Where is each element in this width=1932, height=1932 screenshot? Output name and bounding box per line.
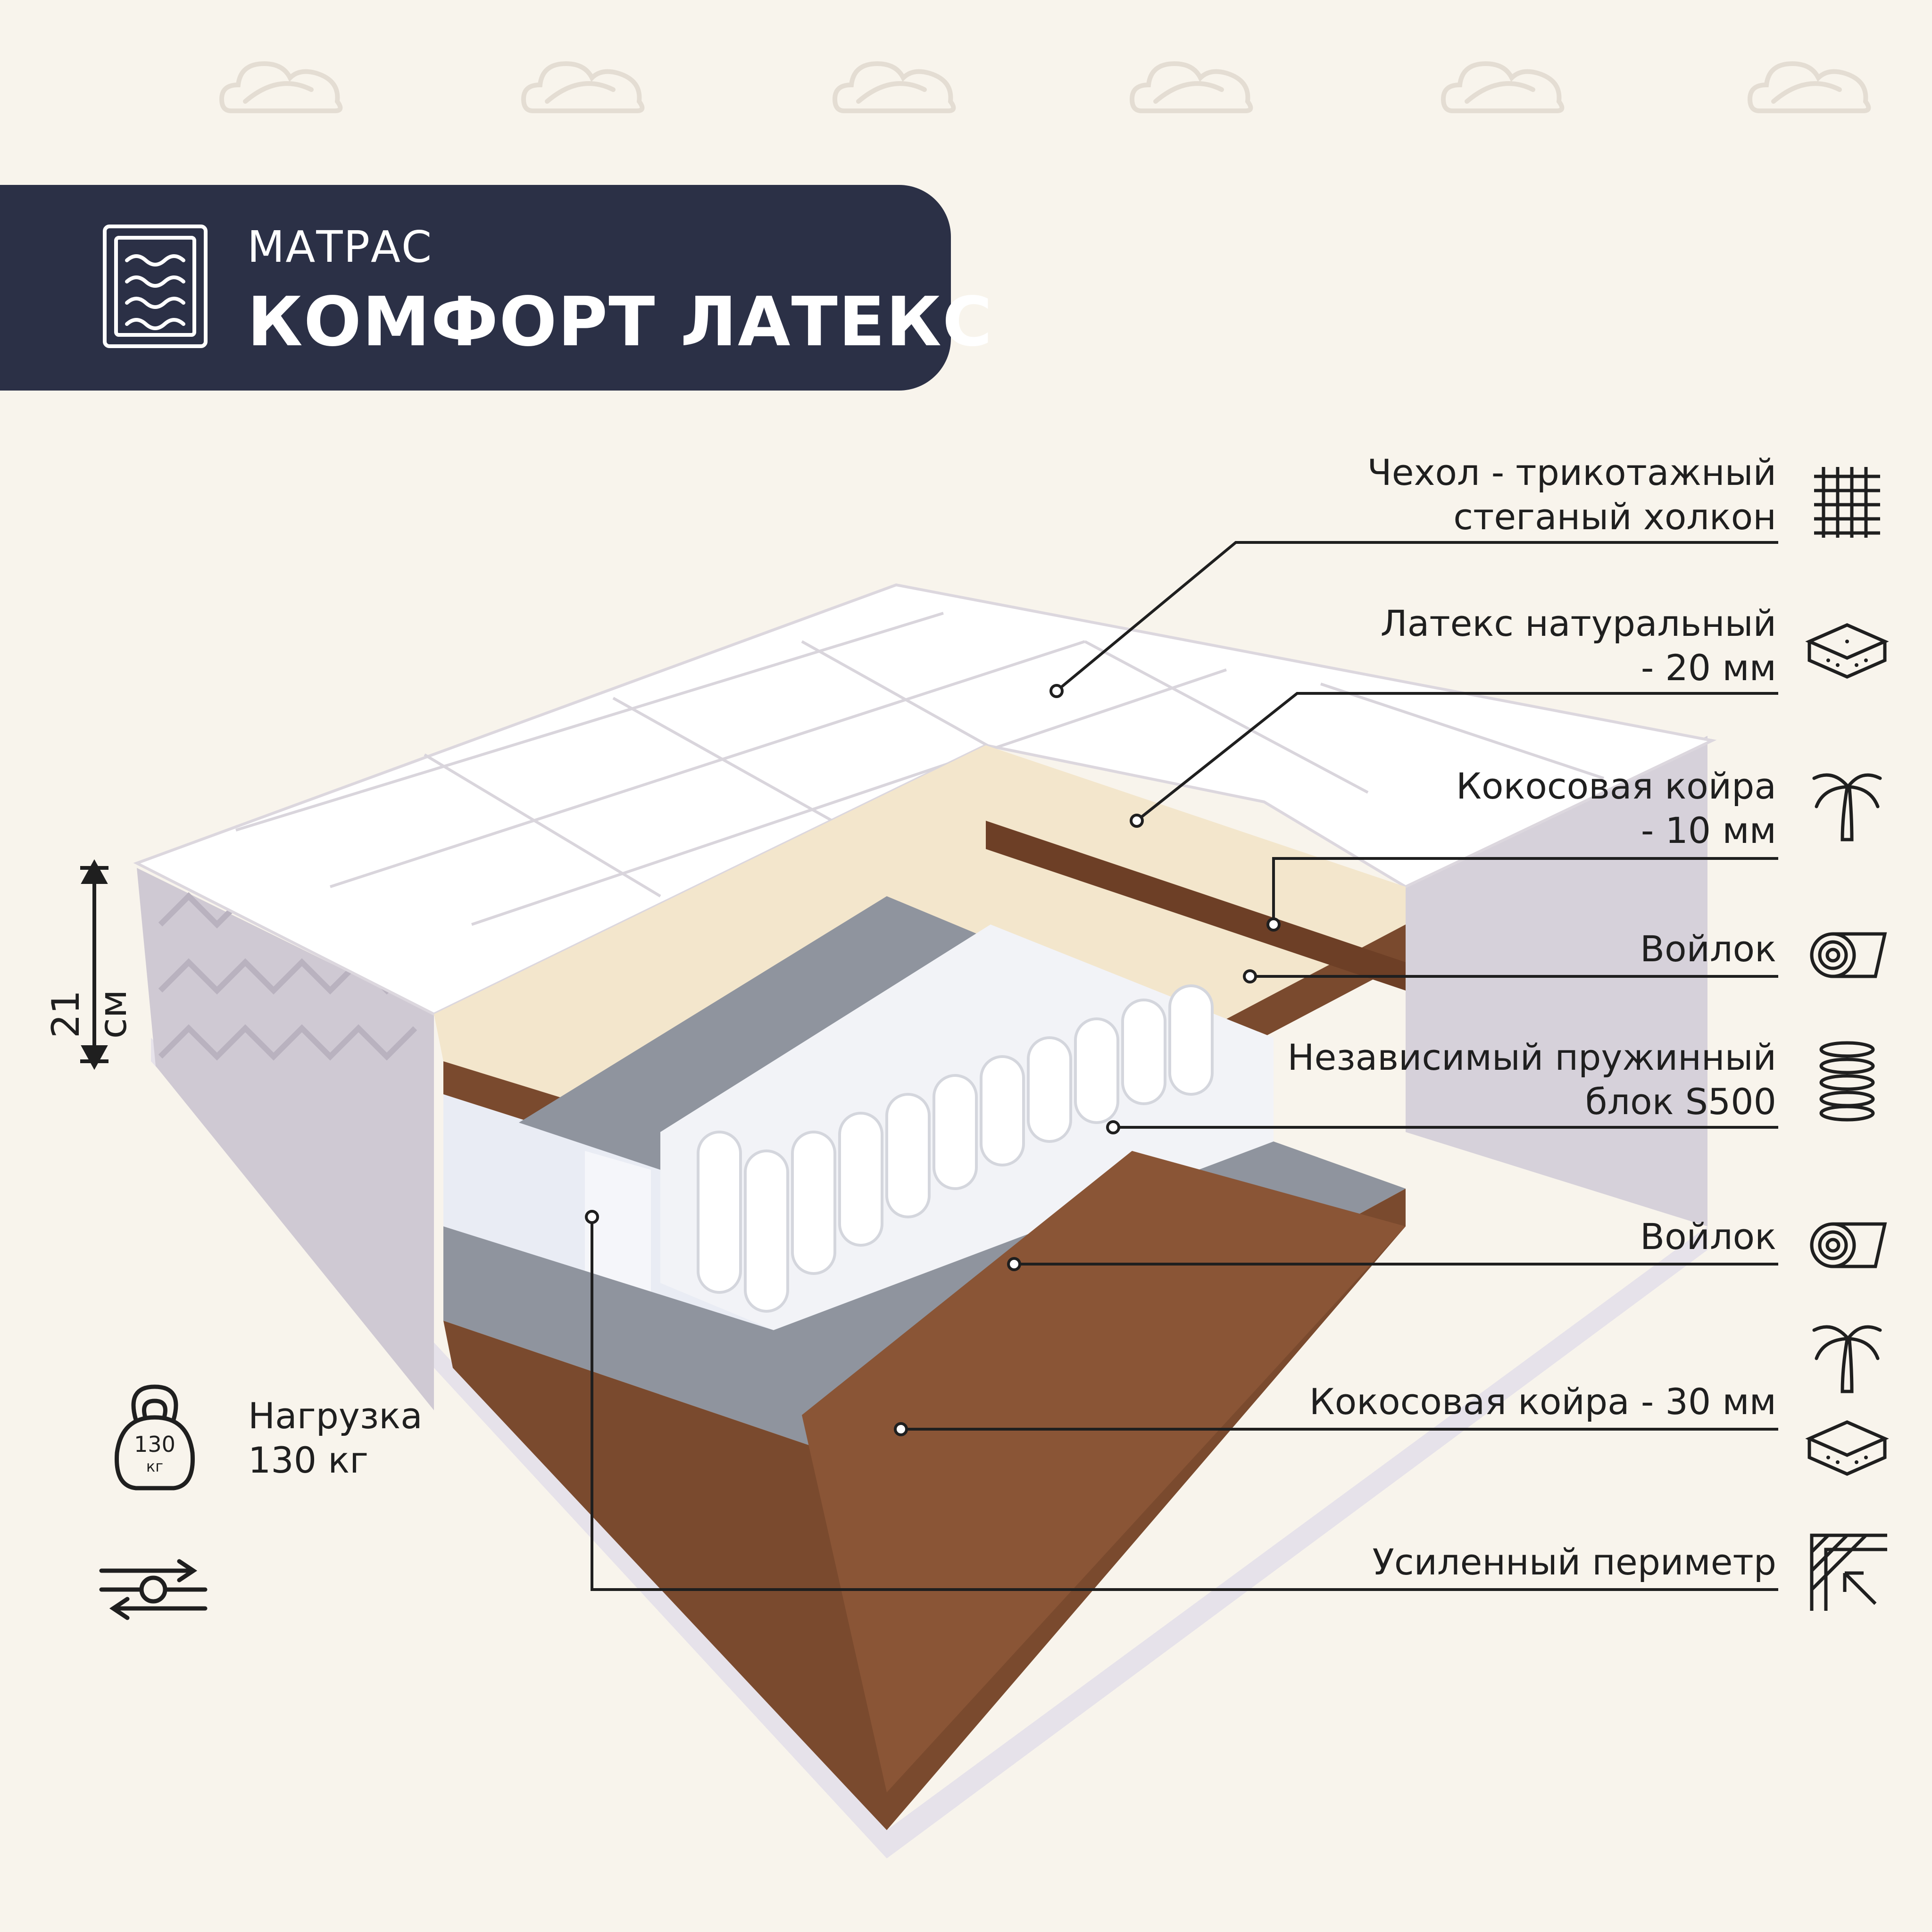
layer-label-cover: Чехол - трикотажный стеганый холкон [1367, 451, 1776, 538]
perimeter-corner-icon [1810, 1533, 1887, 1611]
kettlebell-icon: 130 кг [115, 1384, 195, 1491]
kettlebell-unit: кг [146, 1457, 163, 1475]
latex-slab-icon [1805, 1420, 1889, 1476]
latex-slab-icon [1805, 623, 1889, 679]
cloud-icon [1747, 61, 1871, 113]
layer-label-latex: Латекс натуральный - 20 мм [1380, 602, 1776, 689]
cloud-icon [219, 61, 343, 113]
height-label: 21 см [44, 989, 135, 1039]
spring-icon [1819, 1041, 1875, 1122]
two-sided-arrows-icon [99, 1559, 208, 1620]
header-subtitle: МАТРАС [247, 222, 433, 272]
cloud-icon [521, 61, 645, 113]
coir-30mm-layer [443, 1189, 1406, 1830]
palm-tree-icon [1812, 1325, 1882, 1393]
page-title: КОМФОРТ ЛАТЕКС [247, 282, 993, 361]
knit-fabric-icon [1814, 467, 1880, 538]
load-capacity: Нагрузка 130 кг [248, 1395, 423, 1481]
felt-layer-bottom [443, 1141, 1406, 1472]
cloud-icon [1129, 61, 1253, 113]
cloud-icon [832, 61, 956, 113]
kettlebell-number: 130 [134, 1432, 175, 1457]
mattress-waves-icon [103, 225, 208, 348]
spring-block [660, 924, 1274, 1330]
layer-label-coir-30: Кокосовая койра - 30 мм [1309, 1381, 1776, 1423]
layer-label-coir-10: Кокосовая койра - 10 мм [1456, 765, 1776, 851]
perimeter-foam [443, 1094, 887, 1368]
palm-tree-icon [1812, 773, 1882, 841]
cloud-pattern [219, 61, 1871, 113]
layer-label-perimeter: Усиленный периметр [1372, 1541, 1776, 1583]
mattress-left-side [137, 868, 434, 1410]
latex-layer [434, 745, 1406, 1198]
cloud-icon [1441, 61, 1565, 113]
callout-dots [585, 684, 1281, 1436]
felt-roll-icon [1810, 932, 1887, 978]
layer-label-springs: Независимый пружинный блок S500 [1287, 1036, 1776, 1123]
layer-label-felt-top: Войлок [1640, 928, 1776, 970]
felt-layer-top [519, 896, 1226, 1245]
coir-10mm-layer [443, 924, 1406, 1236]
header-banner [0, 185, 951, 391]
felt-roll-icon [1810, 1222, 1887, 1268]
layer-label-felt-bottom: Войлок [1640, 1216, 1776, 1257]
